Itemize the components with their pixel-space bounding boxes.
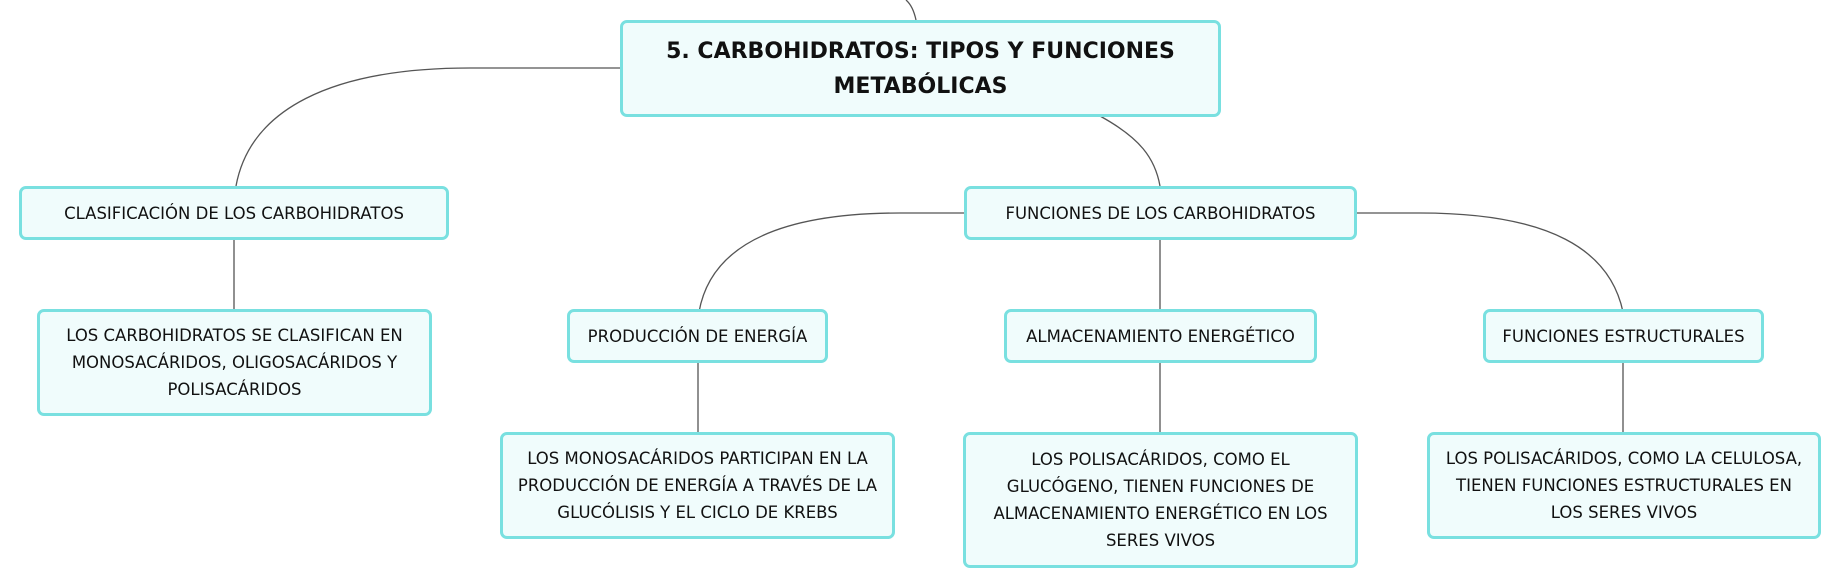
- subtopic-structural-functions-label: FUNCIONES ESTRUCTURALES: [1502, 326, 1745, 346]
- topic-classification[interactable]: CLASIFICACIÓN DE LOS CARBOHIDRATOS: [19, 186, 449, 240]
- subtopic-energy-storage[interactable]: ALMACENAMIENTO ENERGÉTICO: [1004, 309, 1317, 363]
- subtopic-structural-functions[interactable]: FUNCIONES ESTRUCTURALES: [1483, 309, 1764, 363]
- connector-functions-to-structural: [1356, 212, 1624, 313]
- connector-root-incoming: [905, 0, 917, 21]
- detail-classification[interactable]: LOS CARBOHIDRATOS SE CLASIFICAN EN MONOS…: [37, 309, 432, 416]
- detail-energy-storage[interactable]: LOS POLISACÁRIDOS, COMO EL GLUCÓGENO, TI…: [963, 432, 1358, 568]
- subtopic-energy-production-label: PRODUCCIÓN DE ENERGÍA: [587, 326, 808, 346]
- topic-functions-label: FUNCIONES DE LOS CARBOHIDRATOS: [1005, 203, 1316, 223]
- detail-classification-text: LOS CARBOHIDRATOS SE CLASIFICAN EN MONOS…: [66, 326, 403, 399]
- connector-functions-to-energy-production: [698, 212, 964, 313]
- connector-root-to-classification: [235, 67, 620, 187]
- root-topic[interactable]: 5. CARBOHIDRATOS: TIPOS Y FUNCIONES META…: [620, 20, 1221, 117]
- detail-energy-storage-text: LOS POLISACÁRIDOS, COMO EL GLUCÓGENO, TI…: [993, 450, 1328, 550]
- detail-structural-functions[interactable]: LOS POLISACÁRIDOS, COMO LA CELULOSA, TIE…: [1427, 432, 1821, 539]
- root-topic-title: 5. CARBOHIDRATOS: TIPOS Y FUNCIONES META…: [666, 38, 1175, 99]
- subtopic-energy-production[interactable]: PRODUCCIÓN DE ENERGÍA: [567, 309, 828, 363]
- detail-energy-production-text: LOS MONOSACÁRIDOS PARTICIPAN EN LA PRODU…: [517, 449, 878, 522]
- detail-energy-production[interactable]: LOS MONOSACÁRIDOS PARTICIPAN EN LA PRODU…: [500, 432, 895, 539]
- connector-root-to-functions: [1099, 115, 1161, 187]
- topic-classification-label: CLASIFICACIÓN DE LOS CARBOHIDRATOS: [64, 203, 404, 223]
- detail-structural-functions-text: LOS POLISACÁRIDOS, COMO LA CELULOSA, TIE…: [1445, 449, 1803, 522]
- topic-functions[interactable]: FUNCIONES DE LOS CARBOHIDRATOS: [964, 186, 1357, 240]
- subtopic-energy-storage-label: ALMACENAMIENTO ENERGÉTICO: [1026, 326, 1295, 346]
